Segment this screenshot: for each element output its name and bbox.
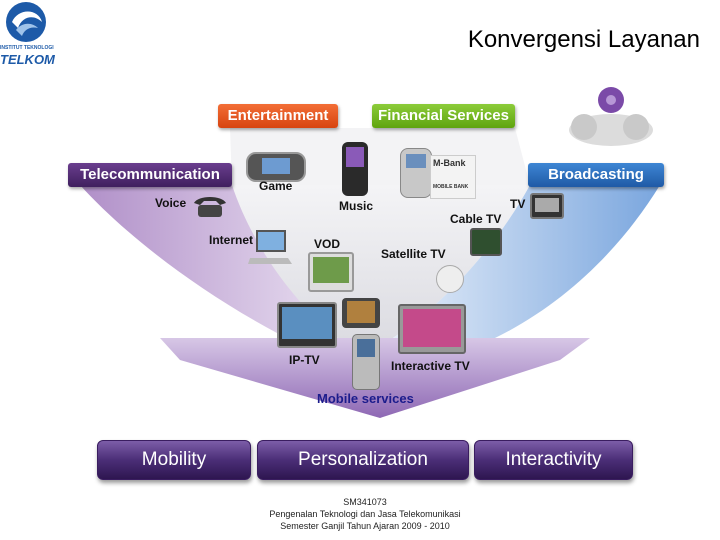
footer-semester: Semester Ganjil Tahun Ajaran 2009 - 2010 [280, 521, 450, 531]
cable-tv-label: Cable TV [450, 212, 502, 226]
music-label: Music [339, 199, 374, 213]
tv-label: TV [510, 197, 526, 211]
video-phone-icon [342, 298, 380, 328]
mobility-pillar: Mobility [97, 440, 251, 480]
institution-name-text: TELKOM [0, 52, 55, 67]
globe-orb-icon [566, 82, 656, 152]
mbank-label: M-Bank [433, 158, 466, 168]
satellite-tv-label: Satellite TV [381, 247, 446, 261]
interactive-tv-icon [398, 304, 466, 354]
cable-tv-icon [470, 228, 502, 256]
voice-label: Voice [155, 196, 187, 210]
vod-screen-icon [308, 252, 354, 292]
footer-course-code: SM341073 [343, 497, 387, 507]
interactive-tv-label: Interactive TV [391, 359, 470, 373]
vod-label: VOD [314, 237, 341, 251]
personalization-pillar: Personalization [257, 440, 469, 480]
logo-mark [6, 2, 46, 42]
interactivity-pillar: Interactivity [474, 440, 633, 480]
laptop-icon [248, 228, 292, 264]
slide-footer: SM341073 Pengenalan Teknologi dan Jasa T… [200, 496, 530, 532]
game-label: Game [259, 179, 293, 193]
telephone-icon [190, 193, 230, 219]
satellite-dish-icon [436, 265, 464, 293]
iptv-monitor-icon [277, 302, 337, 348]
music-phone-icon [342, 142, 368, 196]
telkom-logo: INSTITUT TEKNOLOGI TELKOM [0, 0, 60, 72]
game-device-icon [246, 152, 306, 182]
footer-course-name: Pengenalan Teknologi dan Jasa Telekomuni… [269, 509, 461, 519]
tv-icon [530, 193, 564, 219]
broadcasting-banner: Broadcasting [528, 163, 664, 187]
page-title: Konvergensi Layanan [467, 26, 700, 53]
institution-top-text: INSTITUT TEKNOLOGI [0, 45, 54, 51]
internet-label: Internet [209, 233, 254, 247]
mobile-services-label: Mobile services [317, 391, 414, 406]
telecommunication-banner: Telecommunication [68, 163, 232, 187]
mobile-bank-label: MOBILE BANK [433, 184, 469, 190]
mobile-bank-phone-icon [400, 148, 432, 198]
mobile-phone-icon [352, 334, 380, 390]
financial-services-banner: Financial Services [372, 104, 515, 128]
entertainment-banner: Entertainment [218, 104, 338, 128]
mbank-card: M-Bank MOBILE BANK [430, 155, 476, 199]
ip-tv-label: IP-TV [289, 353, 320, 367]
